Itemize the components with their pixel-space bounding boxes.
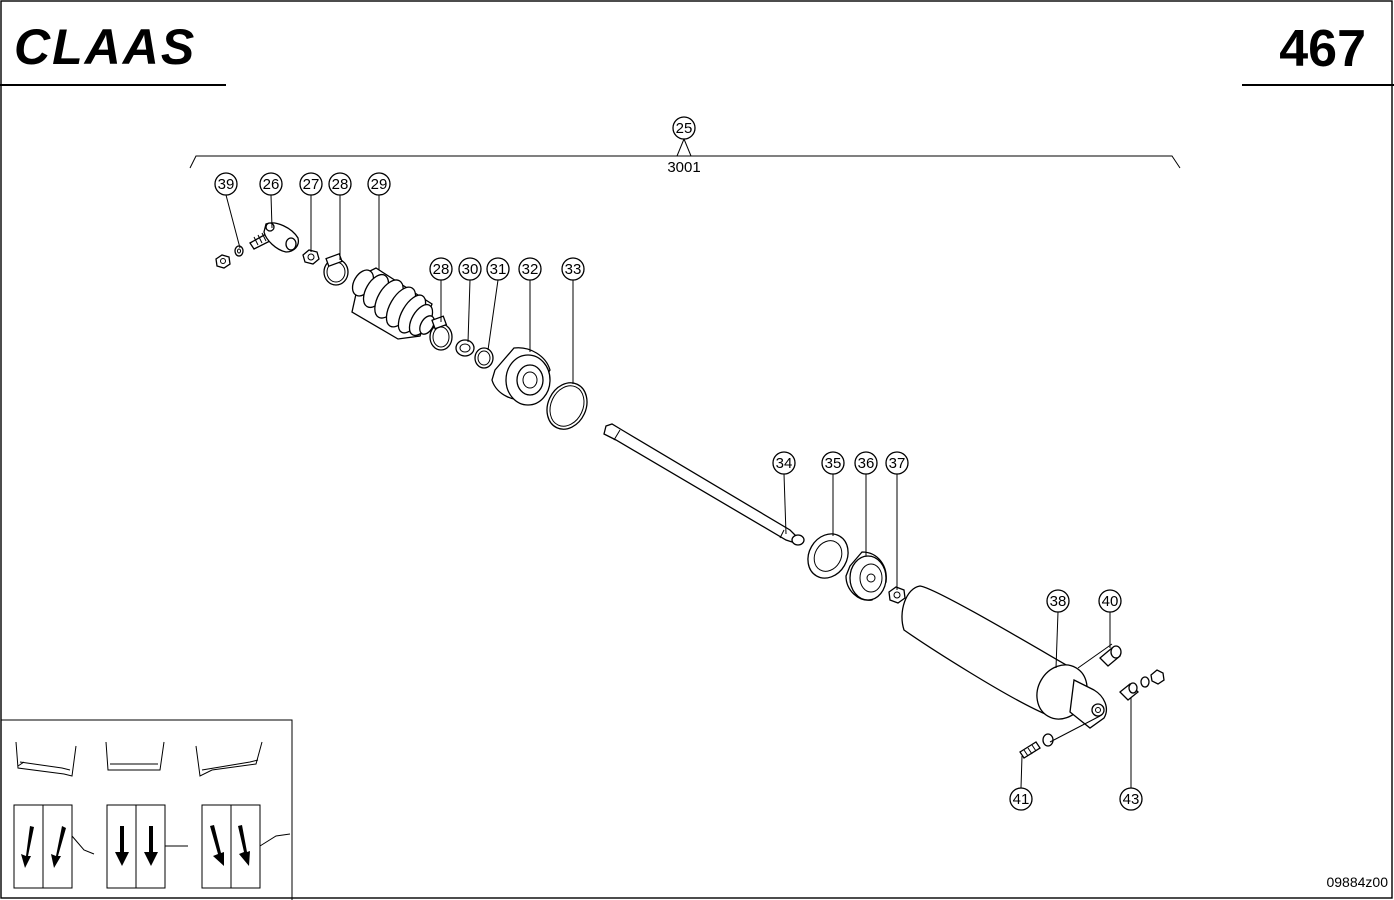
part-ring-30 bbox=[455, 339, 475, 357]
direction-tile-1 bbox=[13, 804, 95, 889]
callout-number[interactable]: 32 bbox=[522, 261, 539, 278]
callout-number[interactable]: 41 bbox=[1013, 791, 1030, 808]
part-bellows-boot-29 bbox=[351, 267, 435, 340]
callout-circle bbox=[1119, 787, 1143, 811]
assembly-code: 3001 bbox=[667, 159, 700, 176]
part-clamp-28a bbox=[323, 253, 349, 286]
part-bolt-41 bbox=[1019, 733, 1054, 759]
callout-circle bbox=[429, 257, 453, 281]
callout-number[interactable]: 28 bbox=[332, 176, 349, 193]
callout-number[interactable]: 37 bbox=[889, 455, 906, 472]
part-ball-joint-26 bbox=[249, 222, 300, 253]
part-seal-ring-35 bbox=[807, 533, 849, 579]
callout-number[interactable]: 33 bbox=[565, 261, 582, 278]
part-seal-31 bbox=[474, 347, 494, 369]
part-piston-rod-34 bbox=[603, 423, 805, 546]
machine-variant-legend bbox=[1, 719, 293, 900]
callout-number[interactable]: 31 bbox=[490, 261, 507, 278]
page-number: 467 bbox=[1279, 20, 1366, 78]
leader-lines bbox=[225, 194, 1132, 789]
part-cylinder-tube-38 bbox=[901, 585, 1108, 729]
part-nut-27 bbox=[302, 249, 320, 265]
header-config-icon-1 bbox=[15, 741, 77, 777]
callout-circle bbox=[772, 451, 796, 475]
callout-circle bbox=[672, 116, 696, 140]
callout-circle bbox=[1009, 787, 1033, 811]
callout-number[interactable]: 36 bbox=[858, 455, 875, 472]
callout-circle bbox=[854, 451, 878, 475]
callout-number[interactable]: 34 bbox=[776, 455, 793, 472]
part-nut-37 bbox=[888, 586, 906, 604]
callout-circle bbox=[259, 172, 283, 196]
callout-circle bbox=[518, 257, 542, 281]
callout-number[interactable]: 39 bbox=[218, 176, 235, 193]
callout-circle bbox=[214, 172, 238, 196]
callout-balloons: 39 26 27 28 29 28 30 31 32 33 34 35 36 37 38 40 41 43 bbox=[214, 172, 1143, 811]
part-clamp-28b bbox=[429, 315, 453, 351]
part-o-ring-33 bbox=[546, 382, 588, 430]
assembly-label[interactable]: 25 bbox=[676, 120, 693, 137]
legend-box bbox=[1, 719, 293, 900]
part-fitting-40 bbox=[1099, 645, 1122, 667]
callout-circle bbox=[885, 451, 909, 475]
callout-number[interactable]: 26 bbox=[263, 176, 280, 193]
callout-circle bbox=[561, 257, 585, 281]
callout-circle bbox=[367, 172, 391, 196]
callout-circle bbox=[1046, 589, 1070, 613]
callout-number[interactable]: 29 bbox=[371, 176, 388, 193]
callout-circle bbox=[458, 257, 482, 281]
direction-tile-3 bbox=[201, 804, 291, 889]
callout-number[interactable]: 27 bbox=[303, 176, 320, 193]
part-pin-43 bbox=[1119, 669, 1165, 701]
callout-number[interactable]: 43 bbox=[1123, 791, 1140, 808]
claas-logo: CLAAS bbox=[14, 19, 196, 75]
callout-circle bbox=[486, 257, 510, 281]
callout-number[interactable]: 38 bbox=[1050, 593, 1067, 610]
part-nut-washer-39 bbox=[215, 245, 244, 269]
callout-circle bbox=[328, 172, 352, 196]
callout-number[interactable]: 28 bbox=[433, 261, 450, 278]
part-piston-36 bbox=[845, 551, 887, 601]
assembly-bracket: 25 3001 bbox=[189, 116, 1181, 176]
figure-id: 09884z00 bbox=[1326, 874, 1388, 890]
direction-tile-2 bbox=[106, 804, 188, 889]
callout-circle bbox=[1098, 589, 1122, 613]
part-guide-bushing-32 bbox=[491, 347, 551, 406]
callout-circle bbox=[299, 172, 323, 196]
header-config-icon-3 bbox=[195, 741, 263, 777]
callout-number[interactable]: 30 bbox=[462, 261, 479, 278]
header-config-icon-2 bbox=[105, 741, 165, 771]
callout-number[interactable]: 35 bbox=[825, 455, 842, 472]
callout-circle bbox=[821, 451, 845, 475]
callout-number[interactable]: 40 bbox=[1102, 593, 1119, 610]
